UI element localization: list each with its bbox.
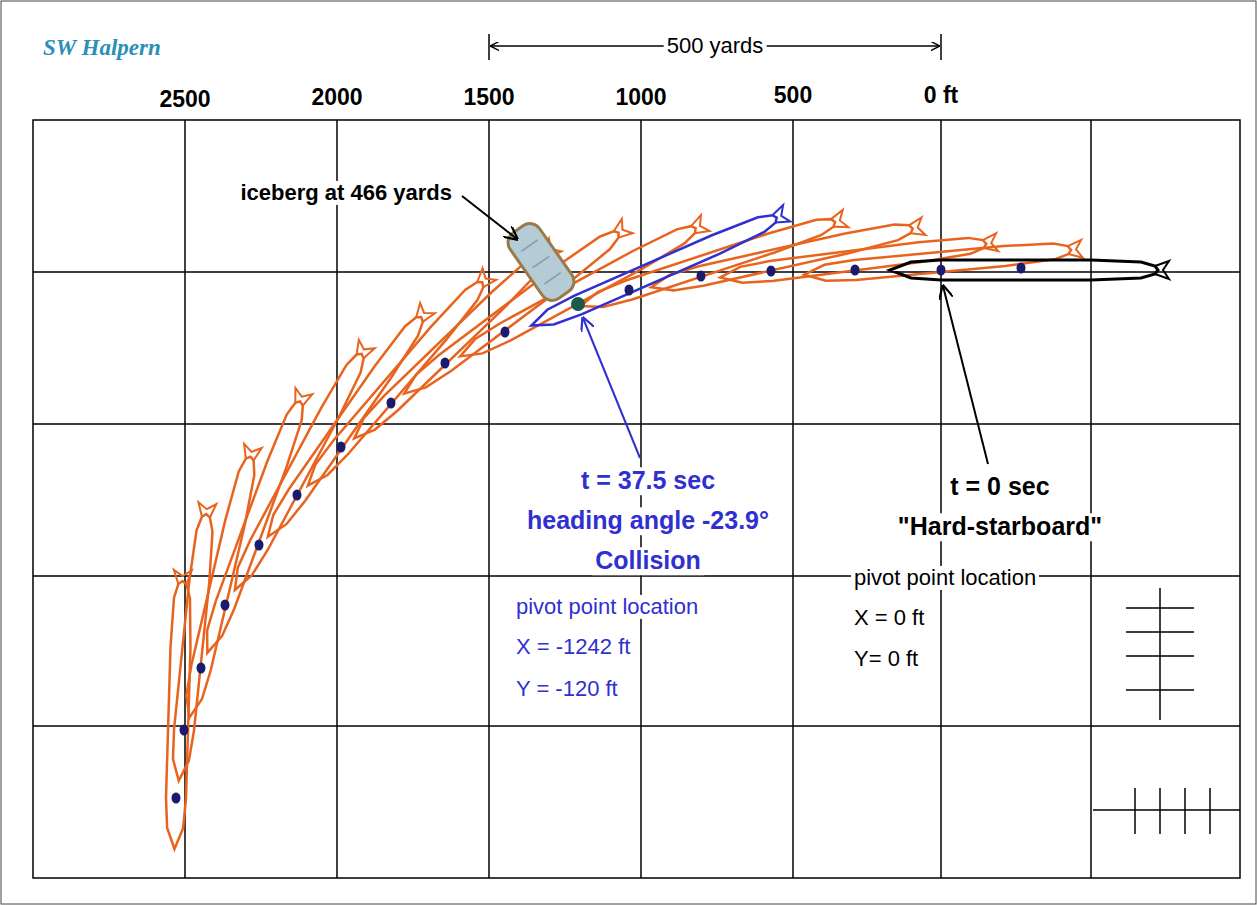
signature: SW Halpern [40, 35, 164, 60]
pivot-dot [625, 285, 634, 296]
ship-outline [226, 339, 375, 594]
ship-positions [164, 204, 1169, 849]
leader-lines [462, 196, 988, 464]
pivot-caption: pivot point location [513, 595, 701, 619]
pivot-dot [221, 600, 230, 611]
iceberg [503, 219, 578, 305]
grid [33, 120, 1240, 878]
pivot-dot [172, 793, 181, 804]
pivot-dot [197, 663, 206, 674]
iceberg-label: iceberg at 466 yards [237, 181, 455, 205]
pivot-dot [937, 265, 946, 276]
scale-ticks [1093, 588, 1240, 834]
collision-time: t = 37.5 sec [578, 467, 718, 495]
ship-outline [180, 444, 263, 720]
ship-outline [169, 502, 218, 782]
axis-label: 2500 [156, 87, 213, 112]
pivot-dot [851, 265, 860, 276]
pivot-x: X = 0 ft [851, 606, 927, 630]
pivot-dot [337, 442, 346, 453]
scale-label: 500 yards [664, 34, 767, 58]
start-time: t = 0 sec [947, 473, 1052, 501]
ship-outline [398, 218, 633, 402]
ship-outline [803, 239, 1083, 285]
pivot-dot [767, 266, 776, 277]
pivot-dot [697, 271, 706, 282]
axis-label: 2000 [308, 85, 365, 110]
pivot-dot [293, 490, 302, 501]
axis-label: 1000 [612, 85, 669, 110]
pivot-caption: pivot point location [851, 566, 1039, 590]
collision-label: Collision [592, 547, 704, 575]
ship-outline [164, 570, 192, 849]
pivot-dot [387, 398, 396, 409]
pivot-dot [255, 540, 264, 551]
ship-outline [198, 388, 313, 657]
ship-outline [890, 260, 1169, 280]
axis-label: 1500 [460, 85, 517, 110]
ship-outline [300, 267, 497, 492]
pivot-x: X = -1242 ft [513, 635, 633, 659]
pivot-y: Y = -120 ft [513, 677, 621, 701]
axis-label: 500 [771, 83, 815, 108]
pivot-dot [441, 358, 450, 369]
scale-bracket [489, 34, 941, 60]
axis-label: 0 ft [921, 83, 962, 108]
helm-order: "Hard-starboard" [895, 513, 1105, 541]
collision-heading: heading angle -23.9° [524, 507, 772, 535]
ship-outline [260, 302, 436, 542]
collision-point [571, 297, 585, 311]
pivot-dot [1017, 263, 1026, 274]
pivot-dot [180, 725, 189, 736]
pivot-dot [501, 327, 510, 338]
pivot-y: Y= 0 ft [851, 647, 921, 671]
